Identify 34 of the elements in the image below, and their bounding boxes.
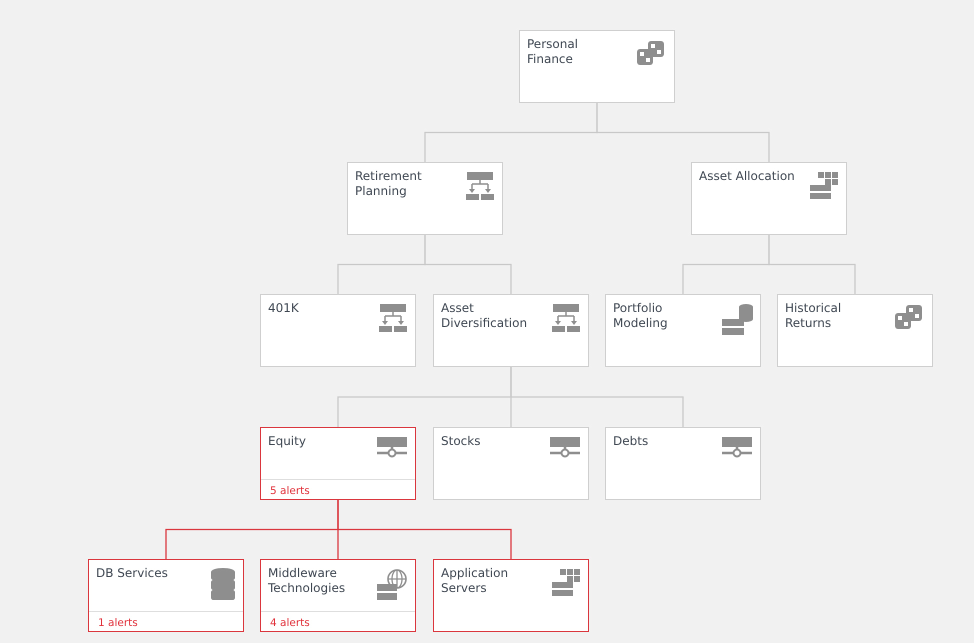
tree-node-card [519,30,675,103]
node-title: 401K [268,301,300,316]
tree-node-card [777,294,933,367]
tree-node-card [88,559,244,632]
tree-connector [768,235,856,294]
tree-connector [510,367,684,427]
tree-node-card [347,162,503,235]
node-title: Retirement Planning [355,169,423,199]
alert-count: 1 alerts [98,617,138,629]
node-title: Asset Allocation [699,169,796,184]
tree-node-card [605,294,761,367]
tree-node-card [260,294,416,367]
tree-node-card [260,559,416,632]
node-title: Historical Returns [785,301,842,331]
node-title: Personal Finance [527,37,580,67]
node-title: Stocks [441,434,482,449]
tree-node-card [605,427,761,500]
node-title: Application Servers [441,566,510,596]
tree-connector [424,235,512,294]
node-title: Asset Diversification [441,301,528,331]
tree-node-card [433,294,589,367]
tree-connector [337,500,512,559]
tree-node-card [260,427,416,500]
tree-node-card [691,162,847,235]
node-title: Middleware Technologies [268,566,346,596]
tree-connector [596,103,770,162]
node-title: Equity [268,434,307,449]
node-title: Debts [613,434,650,449]
tree-node-card [433,427,589,500]
node-title: DB Services [96,566,169,581]
alert-count: 4 alerts [270,617,310,629]
tree-node-card [433,559,589,632]
alert-count: 5 alerts [270,485,310,497]
node-title: Portfolio Modeling [613,301,669,331]
